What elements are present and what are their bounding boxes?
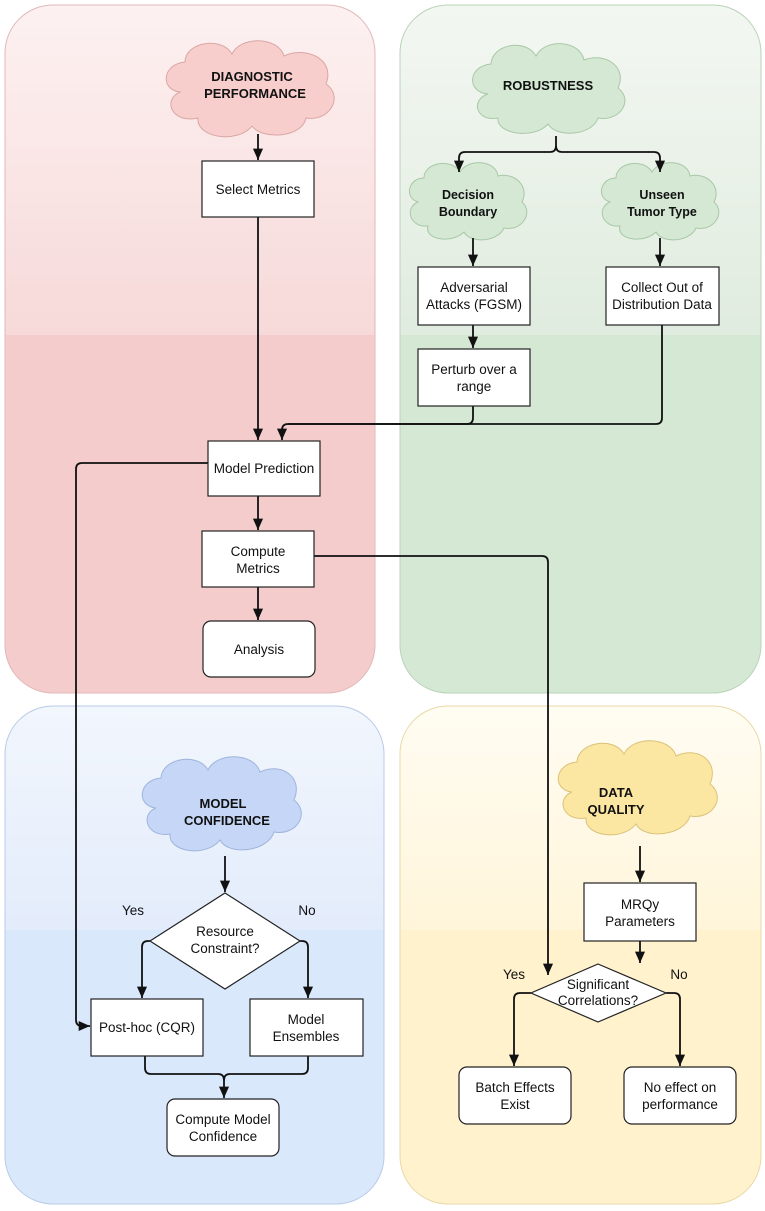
box-label: Analysis [234, 642, 285, 657]
box-label: No effect on [644, 1080, 717, 1095]
no-effect-box: No effect on performance [623, 1066, 737, 1125]
resource-constraint-decision: Resource Constraint? [148, 892, 302, 990]
box-label: Adversarial [440, 280, 508, 295]
box-label: Select Metrics [216, 182, 301, 197]
adversarial-attacks-box: Adversarial Attacks (FGSM) [417, 266, 531, 326]
yes-label: Yes [503, 967, 525, 982]
cloud-line: ROBUSTNESS [503, 78, 594, 93]
cloud-line: DIAGNOSTIC [211, 69, 293, 84]
perturb-box: Perturb over a range [417, 348, 531, 407]
no-label: No [670, 967, 687, 982]
box-label: Model Prediction [214, 461, 315, 476]
cloud-line: Tumor Type [627, 205, 697, 219]
box-label: Post-hoc (CQR) [99, 1020, 195, 1035]
no-label: No [298, 903, 315, 918]
unseen-tumor-type-cloud: Unseen Tumor Type [601, 162, 720, 241]
diagnostic-performance-cloud: DIAGNOSTIC PERFORMANCE [165, 40, 335, 138]
cloud-line: MODEL [200, 796, 247, 811]
robustness-cloud: ROBUSTNESS [472, 43, 626, 134]
cloud-line: CONFIDENCE [184, 813, 270, 828]
box-label: Ensembles [273, 1029, 340, 1044]
cloud-line: Boundary [439, 205, 497, 219]
decision-label: Correlations? [558, 993, 638, 1008]
yes-label: Yes [122, 903, 144, 918]
box-label: Attacks (FGSM) [426, 297, 522, 312]
posthoc-cqr-box: Post-hoc (CQR) [90, 998, 204, 1057]
box-label: range [457, 379, 492, 394]
box-label: performance [642, 1097, 718, 1112]
data-quality-cloud: DATA QUALITY [557, 740, 718, 836]
edge [300, 940, 314, 998]
edge [555, 145, 666, 172]
box-label: Distribution Data [612, 297, 712, 312]
box-label: Metrics [236, 561, 280, 576]
box-label: Collect Out of [621, 280, 703, 295]
decision-label: Significant [567, 977, 630, 992]
compute-model-confidence-box: Compute Model Confidence [166, 1098, 280, 1157]
decision-label: Constraint? [190, 941, 259, 956]
edge [136, 940, 150, 998]
cloud-line: PERFORMANCE [204, 86, 306, 101]
model-prediction-box: Model Prediction [207, 440, 321, 497]
decision-label: Resource [196, 924, 254, 939]
box-label: Perturb over a [431, 362, 517, 377]
box-label: Batch Effects [475, 1080, 555, 1095]
box-label: Parameters [605, 914, 675, 929]
compute-metrics-box: Compute Metrics [201, 530, 315, 588]
box-label: Compute [231, 544, 286, 559]
box-label: MRQy [621, 897, 659, 912]
cloud-line: Unseen [639, 188, 684, 202]
cloud-line: Decision [442, 188, 494, 202]
significant-correlations-decision: Significant Correlations? [529, 963, 668, 1023]
box-label: Exist [500, 1097, 530, 1112]
decision-boundary-cloud: Decision Boundary [409, 162, 528, 241]
mrqy-parameters-box: MRQy Parameters [583, 882, 697, 942]
edge [314, 555, 554, 975]
edge [508, 992, 531, 1066]
model-ensembles-box: Model Ensembles [249, 998, 364, 1057]
collect-ood-box: Collect Out of Distribution Data [605, 266, 720, 326]
analysis-box: Analysis [202, 620, 316, 678]
edge [223, 1056, 309, 1081]
cloud-line: QUALITY [587, 802, 644, 817]
box-label: Model [288, 1012, 325, 1027]
cloud-line: DATA [599, 785, 634, 800]
batch-effects-box: Batch Effects Exist [458, 1066, 572, 1125]
select-metrics-box: Select Metrics [201, 160, 315, 218]
box-label: Confidence [189, 1129, 257, 1144]
model-confidence-cloud: MODEL CONFIDENCE [141, 756, 302, 852]
edge [288, 325, 663, 425]
box-label: Compute Model [175, 1112, 270, 1127]
edges [75, 134, 686, 1098]
edge [75, 462, 208, 1032]
edge [666, 992, 686, 1066]
